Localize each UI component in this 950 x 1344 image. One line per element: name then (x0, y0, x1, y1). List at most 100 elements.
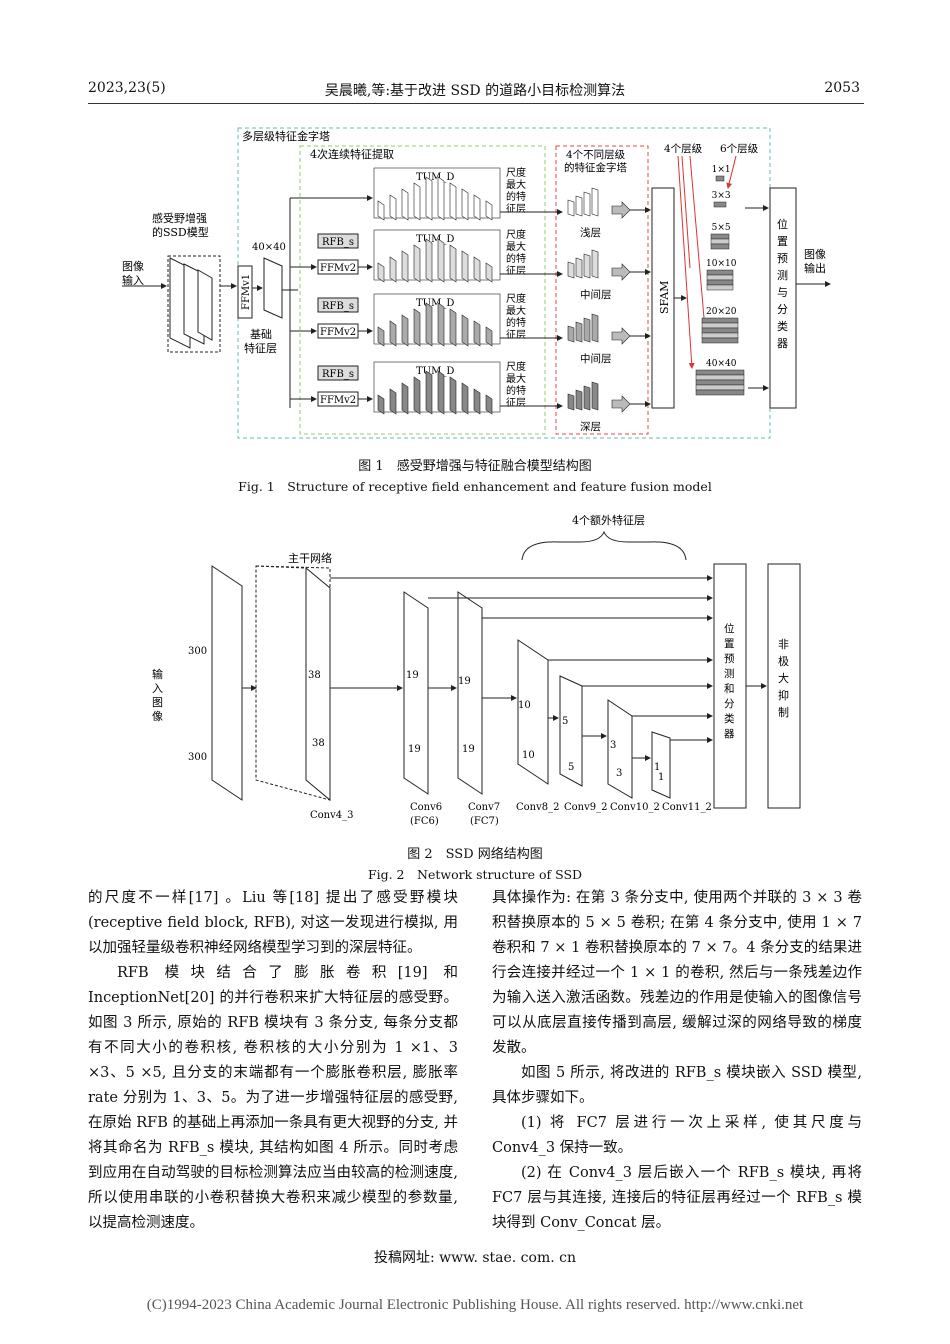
right-paragraph-4: (2) 在 Conv4_3 层后嵌入一个 RFB_s 模块, 再将 FC7 层与… (492, 1165, 862, 1231)
conv11-2-slab (651, 731, 671, 799)
rfb-s-box (317, 297, 359, 313)
sfam-label: SFAM (658, 281, 671, 314)
footer-url: 投稿网址: www. stae. com. cn (373, 1250, 576, 1266)
svg-text:与: 与 (777, 286, 788, 299)
outer-pyramid-label: 多层级特征金字塔 (242, 129, 330, 143)
header-page-number: 2053 (824, 80, 860, 96)
size-300-top: 300 (188, 646, 207, 657)
input-slab (211, 565, 243, 801)
base-feature-block (263, 257, 283, 319)
scale-label: 3×3 (712, 191, 731, 201)
scale-label: 20×20 (706, 307, 737, 317)
scale-max-label: 尺度最大的特征层 (506, 292, 526, 341)
ffmv1-box (237, 265, 253, 319)
svg-text:抑: 抑 (778, 688, 789, 702)
conv7-slab (457, 591, 483, 795)
scale-max-label: 尺度最大的特征层 (506, 166, 526, 215)
svg-text:位: 位 (777, 217, 788, 231)
ffmv2-label: FFMv2 (320, 263, 356, 274)
svg-text:类: 类 (724, 712, 735, 725)
right-column: 具体操作为: 在第 3 条分支中, 使用两个并联的 3 × 3 卷积替换原本的 … (492, 886, 862, 1236)
svg-text:分: 分 (724, 698, 735, 710)
tum-group-label: 4次连续特征提取 (310, 147, 394, 161)
label-conv10-2: Conv10_2 (610, 802, 660, 813)
nms-block (767, 563, 801, 809)
svg-text:预: 预 (777, 252, 788, 265)
svg-text:位: 位 (724, 622, 735, 635)
pyramid-level-label: 深层 (580, 421, 601, 433)
four-levels-label: 4个层级 (664, 143, 703, 155)
pyramid-group-box (555, 145, 649, 435)
svg-text:和: 和 (724, 683, 735, 695)
right-arrow-icon (611, 327, 631, 345)
right-paragraph-2: 如图 5 所示, 将改进的 RFB_s 模块嵌入 SSD 模型, 具体步骤如下。 (492, 1065, 862, 1106)
tum-d-label: TUM_D (416, 366, 454, 377)
conv9-2-slab (559, 675, 583, 787)
svg-text:非: 非 (778, 638, 789, 651)
svg-text:测: 测 (777, 269, 788, 282)
svg-text:预: 预 (724, 653, 735, 665)
input-label: 图像输入 (122, 260, 144, 287)
svg-text:置: 置 (724, 638, 735, 650)
svg-text:置: 置 (777, 235, 788, 248)
tum-d-label: TUM_D (416, 172, 454, 183)
rfb-s-label: RFB_s (322, 237, 354, 248)
label-conv11-2: Conv11_2 (662, 802, 712, 813)
conv8-dim-b: 10 (522, 750, 535, 761)
fig1-caption-cn: 图 1 感受野增强与特征融合模型结构图 (358, 459, 592, 474)
left-paragraph-1: 的尺度不一样[17] 。Liu 等[18] 提出了感受野模块(receptive… (88, 890, 458, 956)
fig1-caption-en: Fig. 1 Structure of receptive field enha… (238, 479, 712, 494)
fig2-caption-cn: 图 2 SSD 网络结构图 (407, 847, 543, 862)
conv7-dim-b: 19 (462, 744, 475, 755)
svg-text:图: 图 (152, 696, 163, 709)
six-levels-label: 6个层级 (720, 143, 759, 155)
fig2-classifier-block (713, 563, 747, 809)
ffmv1-label: FFMv1 (241, 274, 252, 310)
conv6-slab (403, 591, 429, 795)
header-title: 吴晨曦,等:基于改进 SSD 的道路小目标检测算法 (324, 83, 626, 99)
header-rule (88, 103, 864, 104)
conv4-3-dim-a: 38 (308, 670, 321, 681)
label-fc7: (FC7) (470, 816, 499, 827)
rfb-s-label: RFB_s (322, 369, 354, 380)
conv8-2-slab (517, 639, 549, 785)
extra-layers-brace (521, 530, 687, 561)
conv4-3-slab (305, 566, 331, 802)
svg-text:器: 器 (777, 337, 788, 350)
tum-d-label: TUM_D (416, 234, 454, 245)
right-arrow-icon (611, 201, 631, 219)
size-300-bottom: 300 (188, 752, 207, 763)
backbone-label: 主干网络 (288, 551, 332, 565)
tum-d-label: TUM_D (416, 298, 454, 309)
svg-text:入: 入 (152, 682, 163, 695)
svg-text:制: 制 (778, 706, 789, 719)
left-column: 的尺度不一样[17] 。Liu 等[18] 提出了感受野模块(receptive… (88, 886, 458, 1236)
right-arrow-icon (611, 263, 631, 281)
scale-label: 10×10 (706, 259, 737, 269)
label-conv8-2: Conv8_2 (516, 802, 560, 813)
svg-text:输: 输 (152, 667, 163, 681)
right-paragraph-1: 具体操作为: 在第 3 条分支中, 使用两个并联的 3 × 3 卷积替换原本的 … (492, 890, 862, 1056)
base-size-label: 40×40 (252, 242, 286, 253)
conv11-dim-a: 1 (654, 762, 660, 773)
right-arrow-icon (611, 395, 631, 413)
conv9-dim-b: 5 (568, 762, 574, 773)
rfb-s-box (317, 365, 359, 381)
copyright-watermark: (C)1994-2023 China Academic Journal Elec… (146, 1297, 804, 1313)
fig2-caption-en: Fig. 2 Network structure of SSD (367, 867, 583, 882)
ffmv2-label: FFMv2 (320, 395, 356, 406)
label-fc6: (FC6) (410, 816, 439, 827)
rfb-s-box (317, 233, 359, 249)
extra-layers-label: 4个额外特征层 (572, 513, 645, 527)
pyramid-group-label: 4个不同层级的特征金字塔 (564, 149, 627, 174)
label-conv6: Conv6 (410, 802, 442, 813)
conv10-2-slab (607, 699, 633, 799)
ssd-model-label: 感受野增强的SSD模型 (152, 211, 209, 239)
conv6-dim-b: 19 (408, 744, 421, 755)
scale-label: 5×5 (712, 223, 731, 233)
